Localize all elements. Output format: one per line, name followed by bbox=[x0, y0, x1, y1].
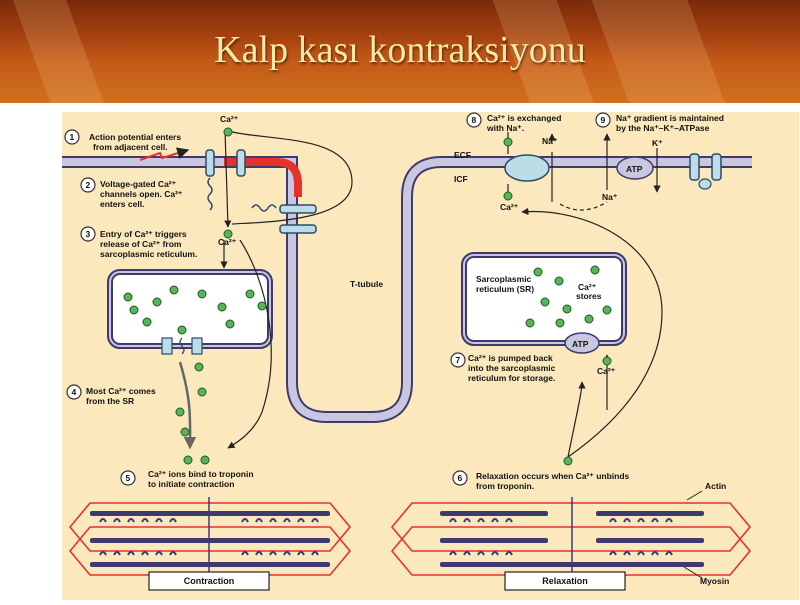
step-5-number: 5 bbox=[126, 473, 131, 483]
step-8-badge bbox=[466, 112, 482, 128]
na-label-bottom: Na⁺ bbox=[602, 192, 618, 202]
contraction-label: Contraction bbox=[184, 576, 235, 586]
step-3-line-3: sarcoplasmic reticulum. bbox=[100, 249, 197, 259]
step-5-line-1: Ca²⁺ ions bind to troponin bbox=[148, 469, 254, 479]
step-3-number: 3 bbox=[86, 229, 91, 239]
ca-label-top: Ca²⁺ bbox=[220, 114, 239, 124]
myosin-label: Myosin bbox=[700, 576, 729, 586]
step-8-number: 8 bbox=[472, 115, 477, 125]
sarcolemma bbox=[62, 156, 752, 423]
step-1-number: 1 bbox=[70, 132, 75, 142]
step-5-badge bbox=[120, 470, 136, 486]
lightning-arrow bbox=[139, 147, 190, 161]
step-2-number: 2 bbox=[86, 180, 91, 190]
step-9-line-2: by the Na⁺–K⁺–ATPase bbox=[616, 123, 710, 133]
relaxation-caption: Relaxation bbox=[504, 571, 626, 591]
icf-label: ICF bbox=[454, 174, 468, 184]
t-tubule-label: T-tubule bbox=[350, 279, 383, 289]
slide-title: Kalp kası kontraksiyonu bbox=[214, 29, 586, 71]
ca-entry-path bbox=[224, 129, 353, 225]
step-8-line-2: with Na⁺. bbox=[486, 123, 524, 133]
step-8-line-1: Ca²⁺ is exchanged bbox=[487, 113, 561, 123]
step-9-badge bbox=[595, 112, 611, 128]
na-label-top: Na⁺ bbox=[542, 136, 558, 146]
ca-label-sr: Ca²⁺ bbox=[218, 237, 237, 247]
step-2-line-3: enters cell. bbox=[100, 199, 144, 209]
na-k-atpase bbox=[616, 156, 654, 180]
sr-atp-pump bbox=[564, 332, 600, 354]
step-1-badge bbox=[64, 129, 80, 145]
step-5-line-2: to initiate contraction bbox=[148, 479, 234, 489]
slide-header: Kalp kası kontraksiyonu bbox=[0, 0, 800, 103]
step-1-line-2: from adjacent cell. bbox=[93, 142, 168, 152]
sarcomere-relaxation bbox=[390, 497, 752, 580]
sr-label-line-2: reticulum (SR) bbox=[476, 284, 534, 294]
step-6-badge bbox=[452, 470, 468, 486]
step-1-line-1: Action potential enters bbox=[89, 132, 181, 142]
step-6-line-1: Relaxation occurs when Ca²⁺ unbinds bbox=[476, 471, 630, 481]
actin-label: Actin bbox=[705, 481, 726, 491]
step-9-line-1: Na⁺ gradient is maintained bbox=[616, 113, 724, 123]
diagram-area: 1 Action potential enters from adjacent … bbox=[62, 112, 799, 600]
step-3-line-2: release of Ca²⁺ from bbox=[100, 239, 182, 249]
stores-label-line-2: stores bbox=[576, 291, 602, 301]
step-7-line-1: Ca²⁺ is pumped back bbox=[468, 353, 553, 363]
step-7-line-3: reticulum for storage. bbox=[468, 373, 555, 383]
ecf-label: ECF bbox=[454, 150, 471, 160]
step-7-line-2: into the sarcoplasmic bbox=[468, 363, 556, 373]
step-7-number: 7 bbox=[456, 355, 461, 365]
calcium-ions bbox=[123, 127, 612, 466]
relaxation-label: Relaxation bbox=[542, 576, 588, 586]
step-4-badge bbox=[66, 384, 82, 400]
step-2-line-1: Voltage-gated Ca²⁺ bbox=[100, 179, 177, 189]
voltage-gated-ca-channel bbox=[205, 149, 246, 211]
t-tubule-receptor bbox=[251, 204, 317, 234]
atp-label-sr: ATP bbox=[572, 339, 589, 349]
cardiac-ec-coupling-diagram: 1 Action potential enters from adjacent … bbox=[62, 112, 752, 591]
step-2-line-2: channels open. Ca²⁺ bbox=[100, 189, 183, 199]
step-4-number: 4 bbox=[72, 387, 77, 397]
step-4-line-2: from the SR bbox=[86, 396, 134, 406]
step-4-line-1: Most Ca²⁺ comes bbox=[86, 386, 156, 396]
step-9-number: 9 bbox=[601, 115, 606, 125]
atp-label-na-k: ATP bbox=[626, 164, 643, 174]
contraction-caption: Contraction bbox=[148, 571, 270, 591]
na-ca-exchanger bbox=[504, 154, 550, 182]
sarcomere-contraction bbox=[68, 497, 352, 580]
step-6-line-2: from troponin. bbox=[476, 481, 534, 491]
step-2-badge bbox=[80, 177, 96, 193]
action-potential-stripe bbox=[224, 158, 302, 197]
step-7-badge bbox=[450, 352, 466, 368]
step-6-number: 6 bbox=[458, 473, 463, 483]
k-label: K⁺ bbox=[652, 138, 663, 148]
stores-label-line-1: Ca²⁺ bbox=[578, 282, 597, 292]
step-3-line-1: Entry of Ca²⁺ triggers bbox=[100, 229, 187, 239]
sr-label-line-1: Sarcoplasmic bbox=[476, 274, 532, 284]
ca-label-sr-pump: Ca²⁺ bbox=[597, 366, 616, 376]
sr-release-arrow bbox=[178, 361, 197, 450]
step-3-badge bbox=[80, 226, 96, 242]
k-channel bbox=[689, 153, 722, 190]
ca-label-ncx: Ca²⁺ bbox=[500, 202, 519, 212]
